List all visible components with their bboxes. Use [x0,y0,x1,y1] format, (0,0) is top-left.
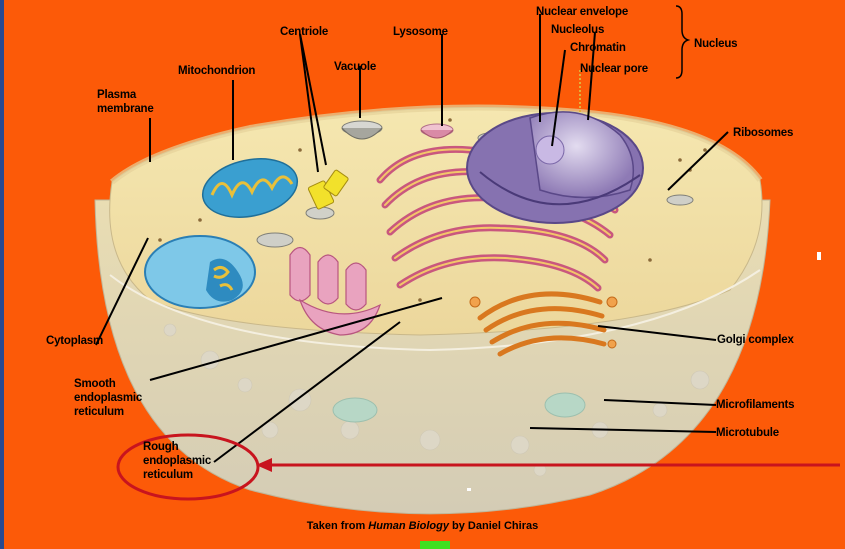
label-mitochondrion: Mitochondrion [178,64,255,78]
label-plasma-membrane: Plasma membrane [97,88,154,116]
label-microfilaments: Microfilaments [716,398,794,412]
label-golgi-complex: Golgi complex [717,333,794,347]
nucleus-brace [676,6,688,78]
label-nucleus: Nucleus [694,37,737,51]
label-ribosomes: Ribosomes [733,126,793,140]
label-centriole: Centriole [280,25,328,39]
label-cytoplasm: Cytoplasm [46,334,103,348]
label-nucleolus: Nucleolus [551,23,604,37]
mitochondrion-cut [145,236,255,308]
label-nuclear-pore: Nuclear pore [580,62,648,76]
credit-prefix: Taken from [307,520,365,532]
label-nuclear-envelope: Nuclear envelope [536,5,628,19]
label-chromatin: Chromatin [570,41,626,55]
white-marker [817,252,821,260]
label-lysosome: Lysosome [393,25,448,39]
label-smooth-er: Smooth endoplasmic reticulum [74,377,142,419]
credit-suffix: by Daniel Chiras [452,520,538,532]
image-credit: Taken from Human Biology by Daniel Chira… [0,520,845,532]
label-microtubule: Microtubule [716,426,779,440]
label-rough-er: Rough endoplasmic reticulum [143,440,211,482]
label-vacuole: Vacuole [334,60,376,74]
credit-book-title: Human Biology [368,520,449,532]
